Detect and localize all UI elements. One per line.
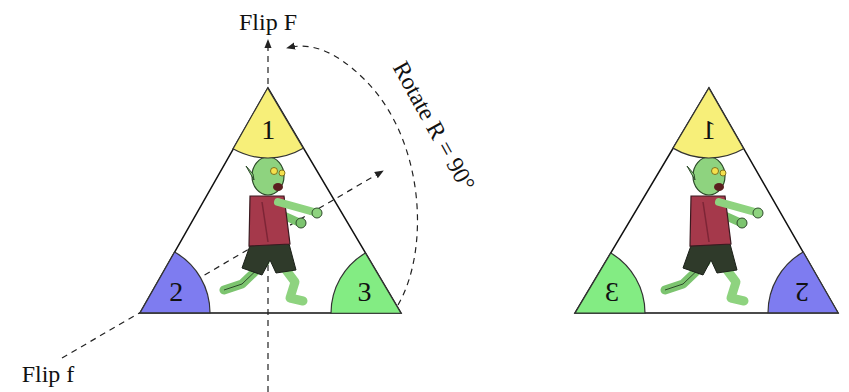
triangle xyxy=(140,88,401,313)
sector-fill xyxy=(575,253,645,313)
corner-number: 3 xyxy=(605,278,619,306)
corner-sector: 2 xyxy=(766,250,840,315)
symmetry-label: Rotate R = 90° xyxy=(388,57,481,196)
corner-number: 2 xyxy=(169,278,183,306)
corner-sector: 1 xyxy=(671,86,746,160)
zombie-figure xyxy=(665,157,763,301)
corner-number: 2 xyxy=(795,278,809,306)
sector-fill xyxy=(140,252,210,313)
symmetry-label: Flip f xyxy=(22,361,75,387)
corner-sector: 3 xyxy=(573,251,647,315)
sector-fill xyxy=(673,88,744,158)
corner-sector: 3 xyxy=(329,251,403,315)
corner-sector: 1 xyxy=(231,86,305,160)
flip-axis xyxy=(62,171,383,358)
corner-number: 1 xyxy=(702,116,716,144)
corner-number: 1 xyxy=(261,116,275,144)
sector-fill xyxy=(233,88,303,158)
zombie-figure xyxy=(224,157,322,301)
corner-number: 3 xyxy=(358,278,372,306)
symmetry-label: Flip F xyxy=(239,9,297,35)
corner-sector: 2 xyxy=(138,250,212,315)
triangle xyxy=(575,88,838,313)
sector-fill xyxy=(768,252,838,313)
sector-fill xyxy=(331,253,401,313)
